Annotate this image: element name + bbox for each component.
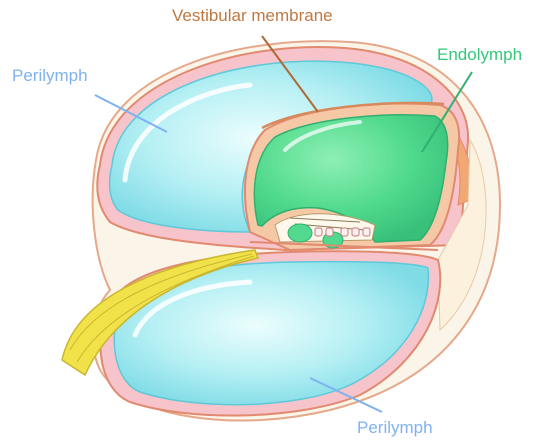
vestibular-membrane-label: Vestibular membrane xyxy=(172,6,333,26)
perilymph-label-top: Perilymph xyxy=(12,66,88,86)
perilymph-label-bottom: Perilymph xyxy=(357,418,433,438)
endolymph-label: Endolymph xyxy=(437,45,522,65)
